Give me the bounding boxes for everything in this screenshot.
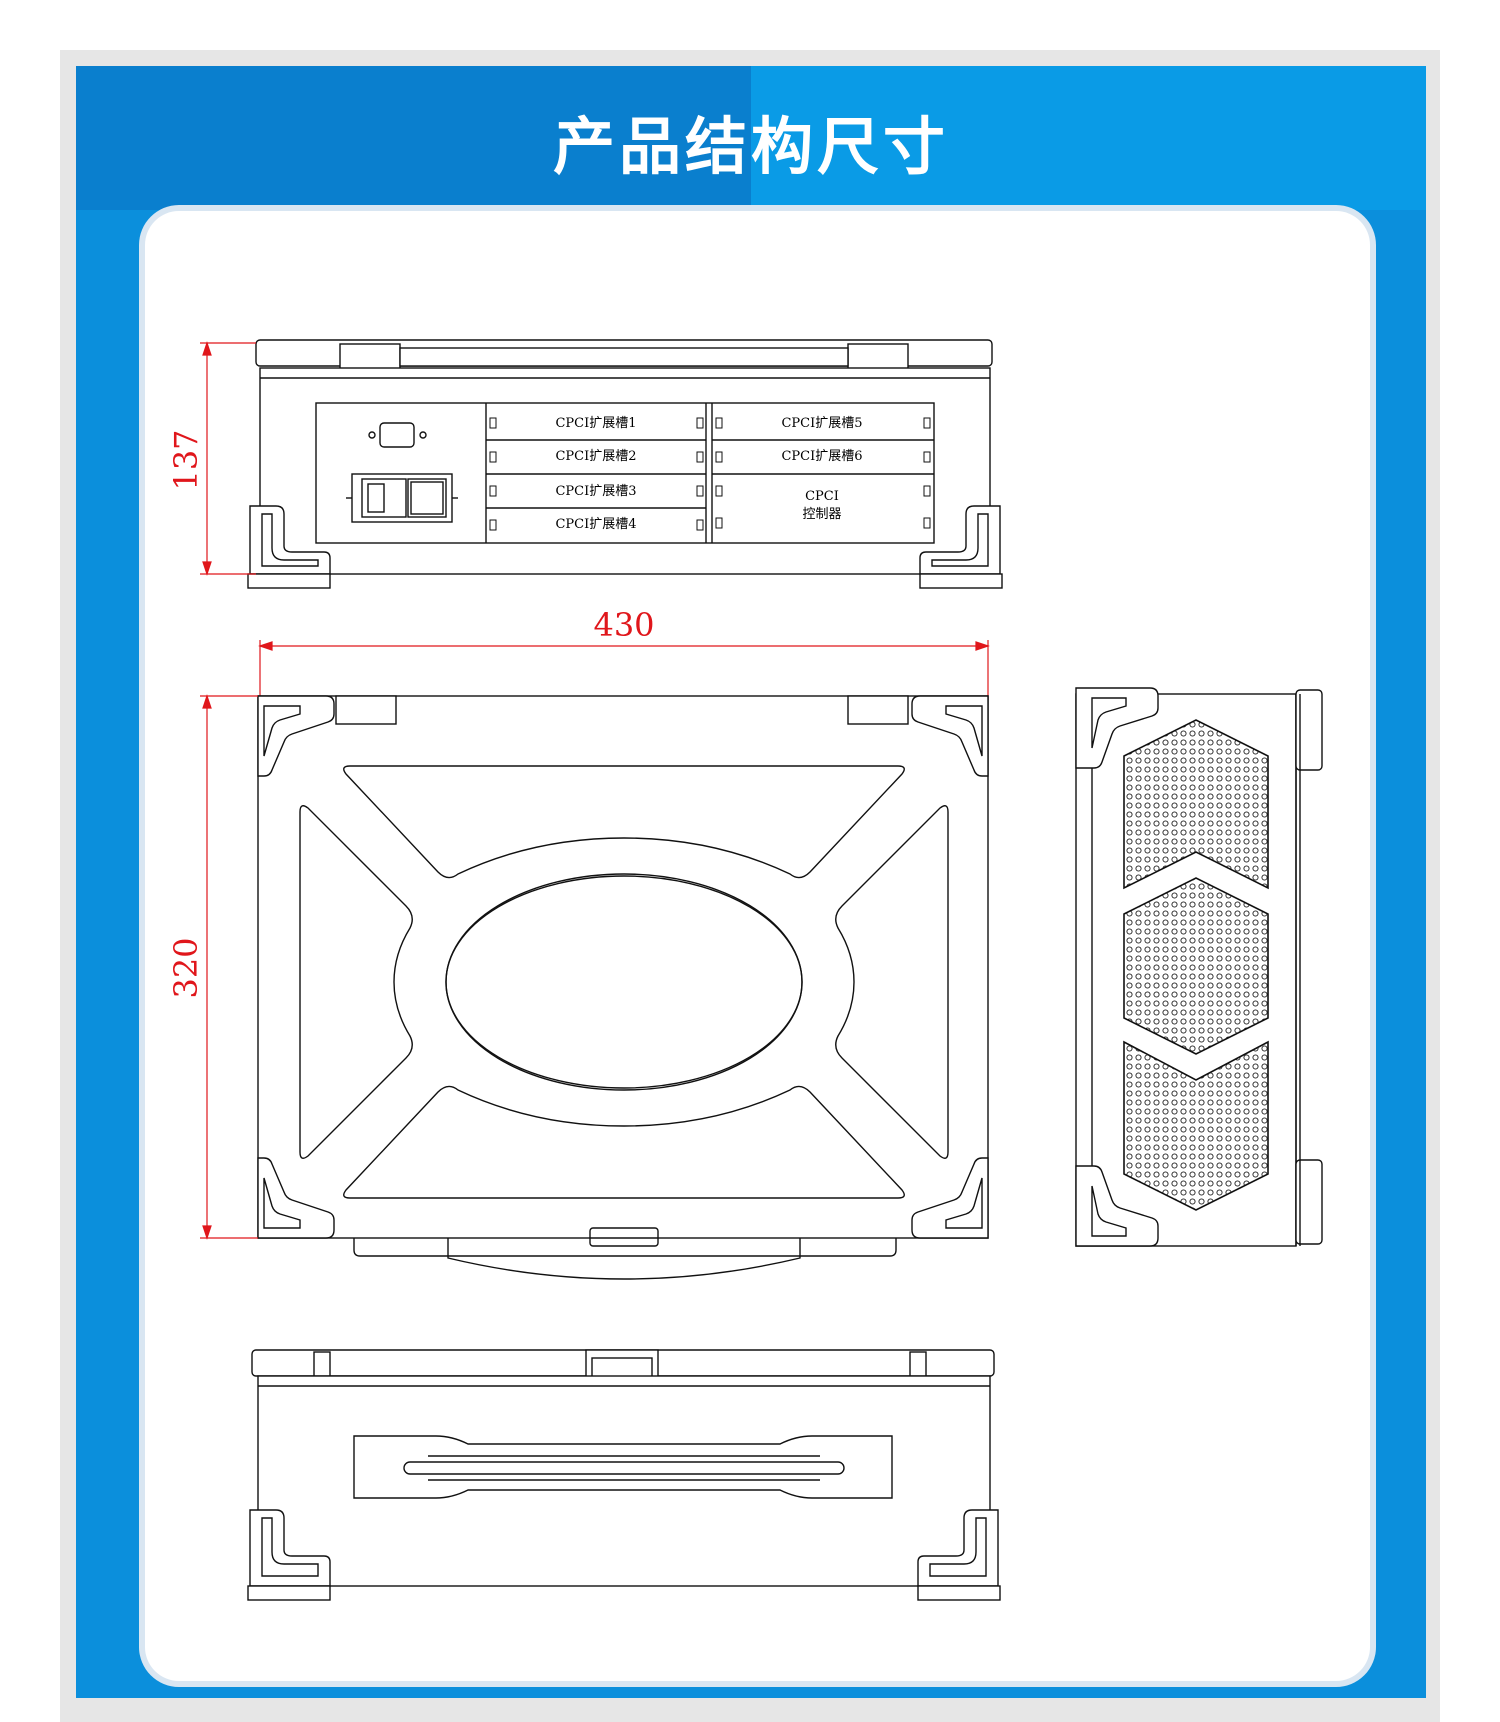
- controller-label-line2: 控制器: [802, 507, 841, 522]
- depth-dimension: [200, 694, 258, 1240]
- slot-1-label: CPCI扩展槽1: [555, 416, 636, 431]
- page-title: 产品结构尺寸: [552, 110, 949, 183]
- slot-labels: CPCI扩展槽1 CPCI扩展槽2 CPCI扩展槽3 CPCI扩展槽4 CPCI…: [555, 416, 862, 532]
- side-view: [1075, 687, 1323, 1247]
- height-dimension: [200, 341, 256, 576]
- depth-value: 320: [167, 937, 205, 998]
- width-value: 430: [593, 606, 654, 644]
- controller-label-line1: CPCI: [805, 489, 839, 504]
- slot-5-label: CPCI扩展槽5: [781, 416, 862, 431]
- slot-6-label: CPCI扩展槽6: [781, 449, 862, 464]
- slot-4-label: CPCI扩展槽4: [555, 517, 636, 532]
- height-value: 137: [167, 429, 205, 490]
- rear-view: [247, 1349, 1001, 1601]
- front-view: [247, 339, 1003, 589]
- top-view: [257, 695, 989, 1280]
- slot-2-label: CPCI扩展槽2: [555, 449, 636, 464]
- slot-3-label: CPCI扩展槽3: [555, 484, 636, 499]
- width-dimension: [258, 640, 990, 700]
